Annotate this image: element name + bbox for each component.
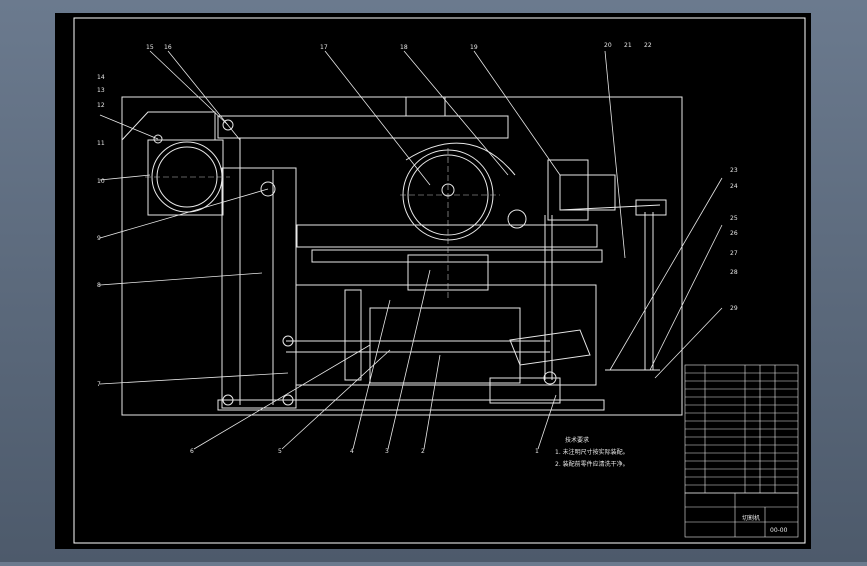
callout-20: 20 <box>604 42 612 49</box>
horizontal-rod <box>559 204 661 211</box>
cam-housing <box>547 159 589 221</box>
title-block-text: 切割机 00-00 <box>742 514 788 534</box>
leader-17 <box>324 50 431 186</box>
technical-notes: 技术要求 1. 未注明尺寸按实际装配。 2. 装配前零件应清洗干净。 <box>555 436 629 468</box>
callout-14: 14 <box>97 74 105 81</box>
callout-25: 25 <box>730 215 738 222</box>
upper-arm <box>217 115 509 139</box>
title-block <box>684 492 799 538</box>
callout-19: 19 <box>470 44 478 51</box>
callout-labels: 15 16 17 18 19 20 21 22 14 13 12 11 10 9… <box>97 42 738 455</box>
callout-17: 17 <box>320 44 328 51</box>
machine-outline <box>121 96 683 416</box>
callout-28: 28 <box>730 269 738 276</box>
leader-25 <box>649 224 723 371</box>
notes-line-2: 2. 装配前零件应清洗干净。 <box>555 460 629 468</box>
leader-1 <box>537 394 557 450</box>
arm-bracket <box>405 96 446 116</box>
leader-2 <box>423 354 441 450</box>
table-rail <box>311 249 603 263</box>
link-pivot-left <box>282 335 294 347</box>
workpiece-holder <box>407 254 489 291</box>
callout-22: 22 <box>644 42 652 49</box>
callout-27: 27 <box>730 250 738 257</box>
callout-13: 13 <box>97 87 105 94</box>
support-post <box>344 289 362 381</box>
leader-16 <box>167 50 241 141</box>
motor-box <box>147 139 224 216</box>
parts-list <box>684 364 799 538</box>
leader-20 <box>604 50 626 259</box>
column-pulley <box>260 181 276 197</box>
frame-outline <box>121 96 683 416</box>
leader-18 <box>403 50 509 176</box>
callout-5: 5 <box>278 448 282 455</box>
callout-9: 9 <box>97 235 101 242</box>
callout-24: 24 <box>730 183 738 190</box>
callout-8: 8 <box>97 282 101 289</box>
cam-bracket <box>559 174 616 211</box>
base-bolt-left <box>222 394 234 406</box>
leader-10 <box>99 174 151 181</box>
foot-block <box>489 377 561 404</box>
parts-rows <box>685 372 798 486</box>
callout-16: 16 <box>164 44 172 51</box>
callout-11: 11 <box>97 140 105 147</box>
callout-18: 18 <box>400 44 408 51</box>
base-inner <box>369 307 521 384</box>
leader-19 <box>473 50 561 176</box>
leader-7 <box>99 372 289 385</box>
drawing-border <box>73 17 806 544</box>
arm-pivot <box>222 119 234 131</box>
notes-title: 技术要求 <box>565 436 589 444</box>
leader-11 <box>99 114 159 140</box>
foot-base <box>217 399 605 411</box>
callout-29: 29 <box>730 305 738 312</box>
callout-3: 3 <box>385 448 389 455</box>
leader-23 <box>609 177 723 371</box>
cam-wheel <box>507 209 527 229</box>
leader-5 <box>281 349 391 450</box>
callout-7: 7 <box>97 381 101 388</box>
rod-end <box>635 199 667 216</box>
callout-1: 1 <box>535 448 539 455</box>
leader-8 <box>99 272 263 286</box>
callout-2: 2 <box>421 448 425 455</box>
callout-6: 6 <box>190 448 194 455</box>
notes-line-1: 1. 未注明尺寸按实际装配。 <box>555 448 629 456</box>
leader-4 <box>352 299 391 450</box>
center-lines <box>145 148 500 300</box>
leader-3 <box>387 269 431 450</box>
drawing-name: 切割机 <box>742 514 760 522</box>
leader-6 <box>193 344 371 450</box>
callout-10: 10 <box>97 178 105 185</box>
callout-23: 23 <box>730 167 738 174</box>
callout-4: 4 <box>350 448 354 455</box>
drawing-sheet <box>55 13 811 549</box>
leader-15 <box>149 50 229 126</box>
base-box <box>295 284 597 386</box>
callout-15: 15 <box>146 44 154 51</box>
blade-guard <box>405 142 516 176</box>
callout-12: 12 <box>97 102 105 109</box>
callout-21: 21 <box>624 42 632 49</box>
pedal-sector <box>509 329 591 366</box>
leader-lines <box>99 50 723 450</box>
left-housing <box>121 111 216 141</box>
work-table <box>296 224 598 248</box>
motor-bolt <box>153 134 163 144</box>
leader-29 <box>654 307 723 379</box>
callout-26: 26 <box>730 230 738 237</box>
leader-9 <box>99 188 269 239</box>
drawing-code: 00-00 <box>770 527 788 534</box>
base-bolt-mid <box>282 394 294 406</box>
